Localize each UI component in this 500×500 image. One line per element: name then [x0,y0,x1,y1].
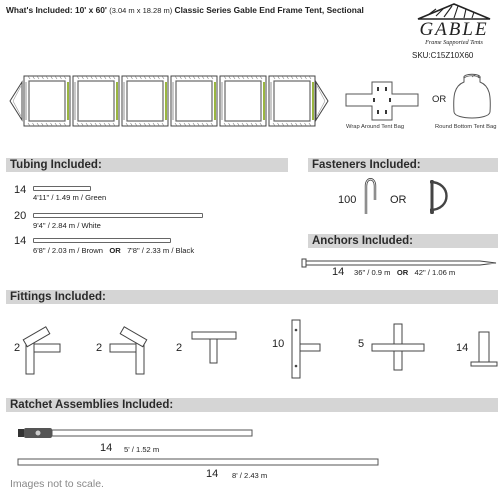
tent-section-panel [23,75,71,127]
ratchet-assembly-long-icon [17,458,379,466]
fittings-header: Fittings Included: [6,290,498,304]
tent-section-panel [268,75,316,127]
brand-name: GABLE [419,19,489,40]
tent-section-panel [121,75,169,127]
sku-label: SKU:C15Z10X60 [412,51,474,60]
tubing-label: 9'4" / 2.84 m / White [33,221,101,230]
tubing-qty: 14 [14,184,27,196]
ratchet-qty: 14 [100,442,113,454]
tent-section-panel [219,75,267,127]
lynch-pin-icon [429,180,448,214]
anchor-qty: 14 [332,266,345,278]
bag-or-label: OR [432,94,447,105]
tent-section-panel [72,75,120,127]
ratchet-label: 8' / 2.43 m [232,471,268,480]
tube-brown-black-graphic [33,238,171,243]
tent-sections-illustration [9,75,329,127]
gable-end-fitting-mirror-icon [109,326,148,375]
fastener-qty: 100 [338,194,357,206]
ratchets-header: Ratchet Assemblies Included: [6,398,498,412]
tubing-header: Tubing Included: [6,158,288,172]
fitting-qty: 5 [358,338,365,350]
brand-logo: GABLE Frame Supported Tents [414,2,494,46]
round-bottom-tent-bag-icon [453,73,491,119]
tubing-label-options: 6'8" / 2.03 m / Brown OR 7'8" / 2.33 m /… [33,246,195,255]
fitting-qty: 2 [176,342,183,354]
page-title: What's Included: 10' x 60' (3.04 m x 18.… [6,5,364,15]
fastener-or-label: OR [390,194,407,206]
wrap-around-tent-bag-icon [345,81,419,121]
tent-section-panel [170,75,218,127]
fitting-qty: 10 [272,338,285,350]
round-bag-caption: Round Bottom Tent Bag [435,124,497,130]
ratchet-qty: 14 [206,468,219,480]
tube-green-graphic [33,186,91,191]
wrap-bag-caption: Wrap Around Tent Bag [346,124,405,130]
tube-white-graphic [33,213,203,218]
anchor-label-options: 36" / 0.9 m OR 42" / 1.06 m [354,268,456,277]
tent-roof-logo-icon [417,3,491,20]
ratchet-label: 5' / 1.52 m [124,445,160,454]
fasteners-header: Fasteners Included: [308,158,498,172]
fitting-qty: 14 [456,342,469,354]
tubing-qty: 14 [14,235,27,247]
base-plate-icon [470,331,498,367]
hitch-pin-icon [364,178,377,214]
anchors-header: Anchors Included: [308,234,498,248]
fitting-qty: 2 [14,342,21,354]
tubing-qty: 20 [14,210,27,222]
ratchet-assembly-short-icon [18,428,253,438]
tubing-label: 4'11" / 1.49 m / Green [33,193,107,202]
gable-end-fitting-icon [22,326,61,375]
footnote: Images not to scale. [10,478,104,490]
cross-fitting-icon [371,323,425,371]
brand-tagline: Frame Supported Tents [425,39,483,46]
stake-anchor-icon [301,258,497,268]
fitting-qty: 2 [96,342,103,354]
side-tee-fitting-icon [291,319,321,379]
t-fitting-icon [191,331,237,364]
